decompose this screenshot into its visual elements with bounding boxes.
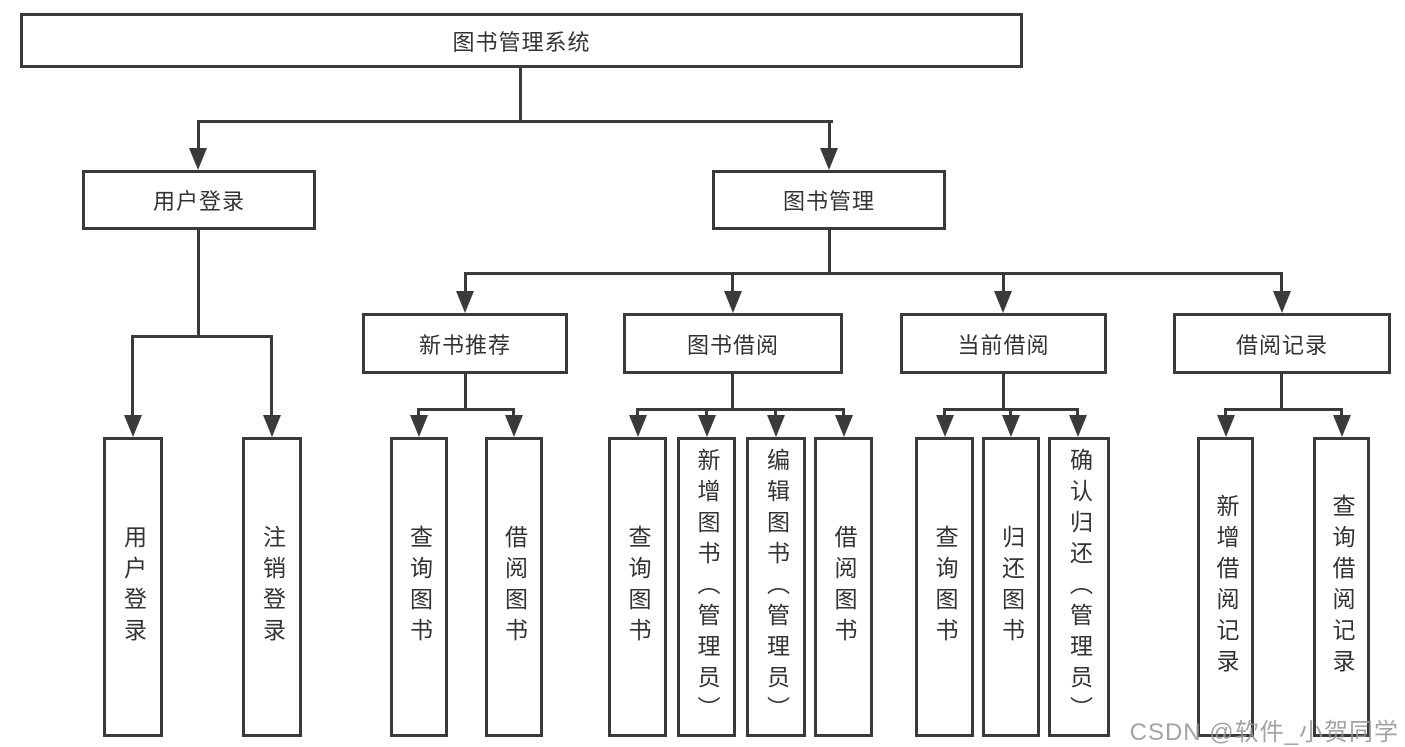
arrow-to-bb3 (767, 415, 785, 437)
arrow-to-current-borrow (994, 291, 1012, 313)
leaf-borrow-edit-books-admin-label: 编辑图书（管理员） (763, 447, 790, 727)
connector-stub-nb1 (417, 408, 420, 419)
connector-level3-branch (464, 272, 1283, 275)
connector-stub-br2 (1340, 408, 1343, 419)
connector-stub-user-login (197, 120, 200, 150)
leaf-logout: 注销登录 (242, 437, 302, 737)
arrow-to-cb3 (1069, 415, 1087, 437)
leaf-record-add-record-label: 新增借阅记录 (1213, 494, 1239, 680)
node-root-label: 图书管理系统 (452, 29, 591, 55)
arrow-to-br2 (1333, 415, 1351, 437)
connector-new-book-branch (417, 408, 515, 411)
connector-stub-new-book (464, 272, 467, 293)
node-user-login-label: 用户登录 (152, 189, 245, 214)
arrow-to-borrow-record (1273, 291, 1291, 313)
leaf-user-login-label: 用户登录 (120, 525, 147, 649)
leaf-borrow-borrow-books: 借阅图书 (814, 437, 873, 737)
leaf-borrow-query-books-label: 查询图书 (625, 525, 651, 649)
arrow-to-leaf-login (124, 415, 142, 437)
connector-level2-branch (197, 120, 833, 123)
leaf-newbook-borrow-books: 借阅图书 (485, 437, 543, 737)
node-current-borrow-label: 当前借阅 (957, 332, 1050, 358)
node-book-mgmt: 图书管理 (712, 170, 946, 230)
leaf-borrow-borrow-books-label: 借阅图书 (831, 525, 857, 649)
arrow-to-br1 (1217, 415, 1235, 437)
connector-stub-bb4 (842, 408, 845, 419)
arrow-to-nb2 (505, 415, 523, 437)
leaf-current-confirm-return-admin: 确认归还（管理员） (1048, 437, 1110, 737)
leaf-borrow-edit-books-admin: 编辑图书（管理员） (746, 437, 806, 737)
connector-borrow-record-branch (1224, 408, 1343, 411)
leaf-record-query-record: 查询借阅记录 (1313, 437, 1370, 737)
leaf-newbook-borrow-books-label: 借阅图书 (501, 525, 528, 649)
connector-root-trunk (519, 67, 522, 123)
leaf-record-query-record-label: 查询借阅记录 (1329, 494, 1355, 680)
node-book-mgmt-label: 图书管理 (782, 189, 875, 214)
connector-stub-leaf-logout (270, 335, 273, 417)
arrow-to-nb1 (410, 415, 428, 437)
node-new-book-label: 新书推荐 (418, 332, 511, 358)
arrow-to-leaf-logout (263, 415, 281, 437)
arrow-to-new-book (456, 291, 474, 313)
connector-book-borrow-branch (636, 408, 845, 411)
arrow-to-cb1 (936, 415, 954, 437)
arrow-to-bb2 (698, 415, 716, 437)
connector-stub-nb2 (512, 408, 515, 419)
node-borrow-record-label: 借阅记录 (1235, 332, 1328, 358)
leaf-current-confirm-return-admin-label: 确认归还（管理员） (1066, 447, 1093, 727)
connector-book-mgmt-trunk (828, 230, 831, 274)
csdn-watermark: CSDN @软件_小贺同学 (1129, 719, 1399, 746)
node-root-system: 图书管理系统 (20, 13, 1023, 68)
arrow-to-user-login (189, 148, 207, 170)
node-current-borrow: 当前借阅 (900, 313, 1107, 374)
leaf-logout-label: 注销登录 (259, 525, 286, 649)
connector-user-login-branch (131, 335, 273, 338)
leaf-user-login: 用户登录 (103, 437, 163, 737)
leaf-newbook-query-books-label: 查询图书 (406, 525, 433, 649)
connector-stub-cb3 (1076, 408, 1079, 419)
connector-borrow-record-trunk (1280, 373, 1283, 410)
arrow-to-book-mgmt (820, 148, 838, 170)
node-new-book: 新书推荐 (362, 313, 568, 374)
connector-stub-bb1 (636, 408, 639, 419)
connector-current-borrow-trunk (1002, 373, 1005, 410)
node-book-borrow-label: 图书借阅 (686, 332, 779, 358)
leaf-record-add-record: 新增借阅记录 (1197, 437, 1254, 737)
node-book-borrow: 图书借阅 (623, 313, 843, 374)
connector-stub-borrow-record (1280, 272, 1283, 293)
leaf-borrow-query-books: 查询图书 (608, 437, 667, 737)
connector-stub-cb1 (943, 408, 946, 419)
leaf-borrow-add-books-admin: 新增图书（管理员） (677, 437, 736, 737)
connector-stub-cb2 (1009, 408, 1012, 419)
arrow-to-bb1 (629, 415, 647, 437)
connector-stub-leaf-login (131, 335, 134, 417)
leaf-current-return-books-label: 归还图书 (998, 525, 1025, 649)
arrow-to-cb2 (1002, 415, 1020, 437)
node-borrow-record: 借阅记录 (1173, 313, 1391, 374)
node-user-login: 用户登录 (82, 170, 316, 230)
connector-stub-book-borrow (731, 272, 734, 293)
connector-new-book-trunk (464, 373, 467, 410)
leaf-current-return-books: 归还图书 (982, 437, 1040, 737)
connector-user-login-trunk (197, 230, 200, 337)
leaf-current-query-books-label: 查询图书 (932, 525, 958, 649)
connector-stub-book-mgmt (828, 120, 831, 150)
connector-book-borrow-trunk (731, 373, 734, 410)
arrow-to-book-borrow (724, 291, 742, 313)
connector-stub-bb2 (705, 408, 708, 419)
arrow-to-bb4 (835, 415, 853, 437)
leaf-newbook-query-books: 查询图书 (390, 437, 448, 737)
connector-stub-br1 (1224, 408, 1227, 419)
connector-stub-bb3 (774, 408, 777, 419)
leaf-current-query-books: 查询图书 (915, 437, 974, 737)
connector-stub-current-borrow (1002, 272, 1005, 293)
leaf-borrow-add-books-admin-label: 新增图书（管理员） (694, 447, 720, 727)
